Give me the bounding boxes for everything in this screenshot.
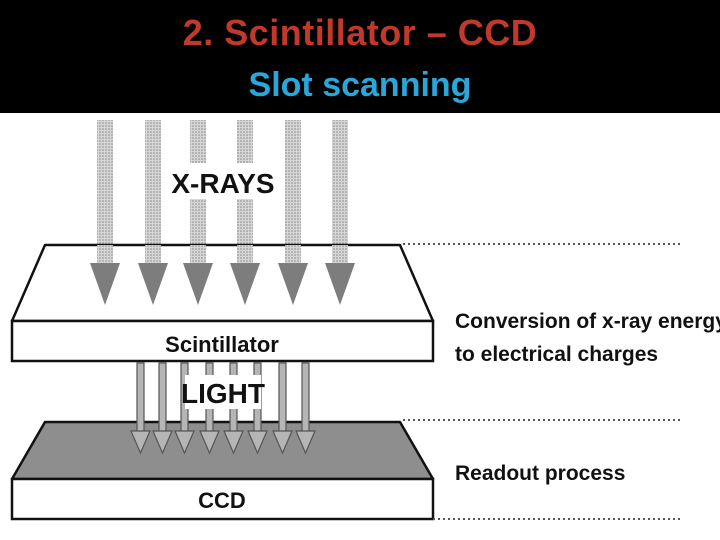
slide-subtitle: Slot scanning <box>248 66 472 104</box>
diagram: X-RAYS Scintillator CCD <box>0 113 720 540</box>
light-label-bg <box>185 375 261 409</box>
leader-lines <box>403 243 683 520</box>
scintillator-label: Scintillator <box>165 332 279 357</box>
title-bar: 2. Scintillator – CCD Slot scanning <box>0 0 720 113</box>
detector-diagram-svg: X-RAYS Scintillator CCD <box>10 120 720 521</box>
conversion-label-line2: to electrical charges <box>455 343 658 366</box>
xrays-label: X-RAYS <box>171 168 274 199</box>
conversion-label-line1: Conversion of x-ray energy <box>455 310 720 333</box>
ccd-label: CCD <box>198 488 246 513</box>
light-arrow-2 <box>152 362 173 455</box>
readout-label: Readout process <box>455 462 625 485</box>
light-arrow-7 <box>272 362 293 455</box>
light-arrow-3 <box>174 362 195 455</box>
xray-arrowheads <box>90 245 355 305</box>
light-label: LIGHT <box>181 378 265 409</box>
light-arrow-8 <box>295 362 316 455</box>
xrays-label-bg <box>178 163 268 199</box>
light-arrow-1 <box>130 362 151 455</box>
slide-title: 2. Scintillator – CCD <box>182 12 538 53</box>
ccd-slab <box>10 420 435 521</box>
